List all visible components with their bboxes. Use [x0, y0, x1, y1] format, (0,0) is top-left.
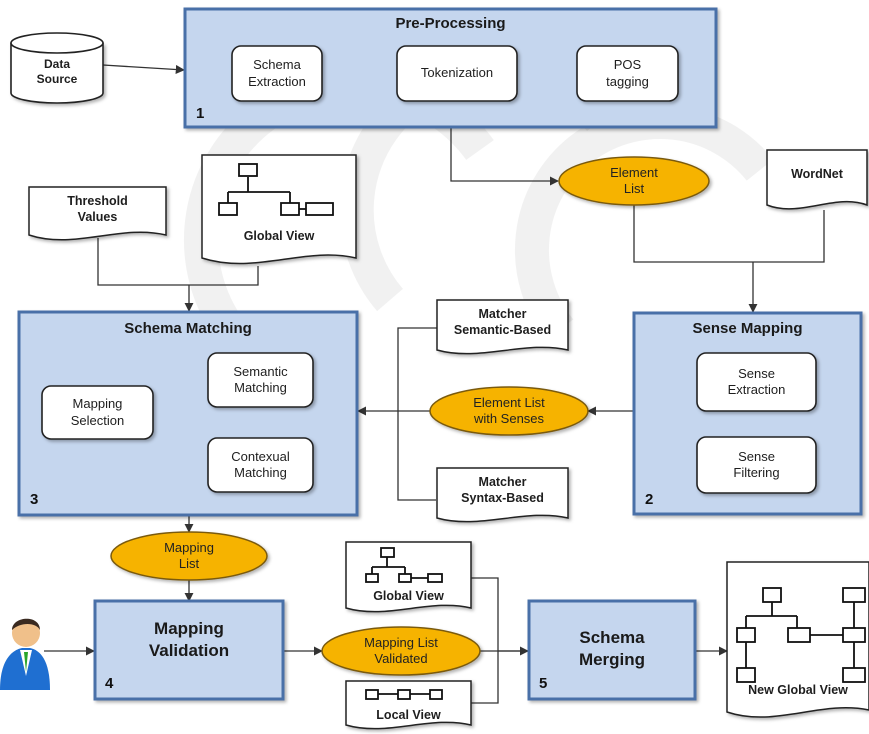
mapping-list-validated-ellipse	[321, 626, 481, 676]
mapping-list-validated-label: Mapping List Validated	[364, 634, 438, 666]
matcher-syntax-doc	[436, 467, 569, 523]
pre-processing-title: Pre-Processing	[395, 14, 506, 32]
process-boxes	[41, 45, 817, 494]
schema-merging-box	[527, 599, 697, 701]
wordnet-label: WordNet	[791, 167, 843, 182]
wordnet-doc	[766, 149, 868, 210]
global-view-doc	[201, 154, 357, 265]
sense-mapping-title: Sense Mapping	[692, 319, 803, 337]
element-list-ellipse	[558, 156, 710, 206]
mapping-list-label: Mapping List	[164, 539, 214, 571]
user-icon	[0, 618, 50, 690]
element-list-senses-label: Element List with Senses	[473, 394, 545, 426]
global-view-label: Global View	[243, 229, 315, 244]
schema-extraction-box	[231, 45, 323, 102]
contextual-matching-box	[207, 437, 314, 493]
tokenization-box	[396, 45, 518, 102]
element-list-senses-ellipse	[429, 386, 589, 436]
schema-matching-title: Schema Matching	[124, 319, 252, 337]
contextual-matching-label: Contexual Matching	[231, 448, 290, 480]
threshold-values-label: Threshold Values	[67, 194, 128, 224]
matcher-semantic-doc	[436, 299, 569, 355]
step-number-3: 3	[30, 490, 39, 508]
matcher-semantic-label: Matcher Semantic-Based	[453, 307, 552, 337]
matcher-syntax-label: Matcher Syntax-Based	[461, 475, 544, 505]
step-number-1: 1	[196, 104, 205, 122]
pos-tagging-box	[576, 45, 679, 102]
step-number-4: 4	[105, 674, 114, 692]
mapping-validation-title: Mapping Validation	[148, 618, 230, 660]
mapping-list-ellipse	[110, 531, 268, 581]
element-list-label: Element List	[610, 164, 658, 196]
data-source-cylinder	[10, 32, 104, 104]
threshold-doc	[28, 186, 167, 241]
sense-extraction-label: Sense Extraction	[727, 365, 786, 397]
schema-merging-title: Schema Merging	[578, 627, 646, 669]
tree-icons	[218, 163, 866, 700]
new-global-view-label: New Global View	[748, 683, 848, 698]
step-number-2: 2	[645, 490, 654, 508]
pos-tagging-label: POS tagging	[606, 57, 649, 89]
data-ellipses	[110, 156, 710, 676]
sense-extraction-box	[696, 352, 817, 412]
sense-filtering-label: Sense Filtering	[733, 448, 780, 480]
tokenization-label: Tokenization	[420, 65, 494, 81]
step-number-5: 5	[539, 674, 548, 692]
mapping-selection-label: Mapping Selection	[70, 396, 125, 428]
sense-filtering-box	[696, 436, 817, 494]
global-view-small-label: Global View	[373, 589, 444, 604]
mapping-validation-box	[93, 599, 285, 701]
local-view-label: Local View	[376, 708, 441, 723]
data-source-label: Data Source	[36, 57, 78, 86]
schema-extraction-label: Schema Extraction	[248, 57, 306, 89]
semantic-matching-box	[207, 352, 314, 408]
mapping-selection-box	[41, 385, 154, 440]
semantic-matching-label: Semantic Matching	[233, 363, 288, 395]
